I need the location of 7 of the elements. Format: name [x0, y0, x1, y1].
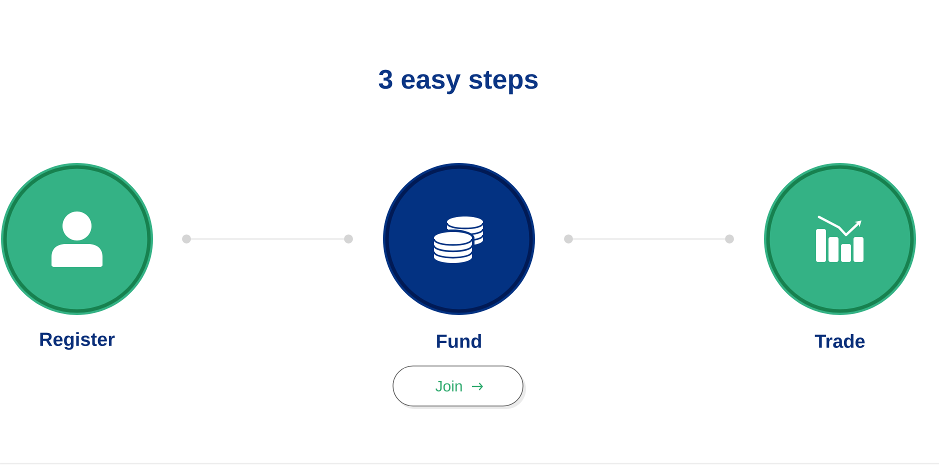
step-label: Register [40, 332, 115, 350]
connector-line [182, 234, 353, 244]
join-button: Join [392, 366, 526, 409]
step-label: Trade [814, 334, 865, 348]
title: 3 easy steps [378, 70, 538, 94]
step-label: Fund [437, 334, 481, 348]
connector-line [564, 234, 734, 244]
